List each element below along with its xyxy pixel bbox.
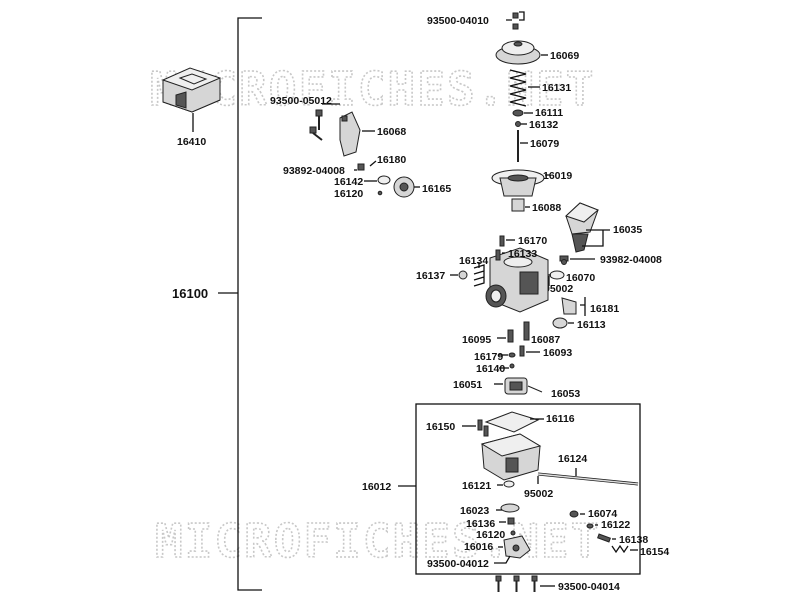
label-16116: 16116: [546, 413, 575, 425]
assembly-bracket: [218, 17, 262, 591]
label-16051: 16051: [453, 379, 482, 391]
spring-16131: [509, 69, 527, 107]
label-95002-upper: 95002: [544, 283, 573, 295]
label-16113: 16113: [577, 319, 606, 331]
assembly-number: 16100: [172, 286, 208, 301]
label-16180: 16180: [377, 154, 406, 166]
label-95002-lower: 95002: [524, 488, 553, 500]
screw-16170: [499, 235, 505, 247]
label-16181: 16181: [590, 303, 619, 315]
label-16133: 16133: [508, 248, 537, 260]
spring-16134: [473, 264, 485, 287]
label-16111: 16111: [535, 107, 563, 119]
cover-16016: [503, 535, 531, 559]
screw-93500-04010: [512, 12, 519, 30]
oring-16142: [377, 175, 391, 185]
label-16070: 16070: [566, 272, 595, 284]
part-16410-block: [162, 67, 221, 113]
screw-16074: [569, 510, 579, 518]
label-16134: 16134: [459, 255, 488, 267]
hose-16181: [561, 297, 577, 315]
float-16051: [504, 377, 528, 395]
label-16140: 16140: [476, 363, 505, 375]
actuator-16165: [393, 176, 415, 198]
label-16132: 16132: [529, 119, 558, 131]
label-16079: 16079: [530, 138, 559, 150]
label-16074: 16074: [588, 508, 617, 520]
slide-16088: [511, 198, 525, 212]
plug-16095: [507, 329, 514, 343]
label-16121: 16121: [462, 480, 491, 492]
screws-93500-04014: [495, 575, 538, 592]
label-16136: 16136: [466, 518, 495, 530]
float-bowl: [480, 433, 542, 481]
bracket-16068: [339, 111, 361, 157]
label-16124: 16124: [558, 453, 587, 465]
screws-93500-05012: [309, 109, 323, 141]
screw-93892-04008: [357, 163, 365, 171]
oring-16140: [509, 363, 515, 369]
carburetor-body: [485, 247, 549, 313]
label-16088: 16088: [532, 202, 561, 214]
label-93500-04012: 93500-04012: [427, 558, 489, 570]
label-16053: 16053: [551, 388, 580, 400]
label-93982-04008: 93982-04008: [600, 254, 662, 266]
screw-16137: [458, 270, 468, 280]
label-16093: 16093: [543, 347, 572, 359]
choke-16035: [565, 202, 599, 253]
label-16138: 16138: [619, 534, 648, 546]
label-16131: 16131: [542, 82, 571, 94]
label-16165: 16165: [422, 183, 451, 195]
pin-16053: [527, 385, 543, 393]
cap-16113: [552, 317, 568, 329]
label-16179: 16179: [474, 351, 503, 363]
label-16069: 16069: [550, 50, 579, 62]
clip-16132: [515, 121, 521, 127]
label-16035: 16035: [613, 224, 642, 236]
label-16120-upper: 16120: [334, 188, 363, 200]
jet-16087: [523, 321, 530, 341]
jet-16093: [519, 345, 525, 357]
oring-16070: [549, 270, 565, 280]
label-16120-lower: 16120: [476, 529, 505, 541]
label-16016: 16016: [464, 541, 493, 553]
label-93892-04008: 93892-04008: [283, 165, 345, 177]
screw-16138: [597, 533, 611, 543]
screws-16150: [477, 419, 489, 437]
label-16087: 16087: [531, 334, 560, 346]
label-16019: 16019: [543, 170, 572, 182]
sub-assembly-box-16012: [415, 403, 641, 575]
label-16410: 16410: [177, 136, 206, 148]
oring-16120-lower: [510, 530, 516, 536]
label-16095: 16095: [462, 334, 491, 346]
label-16012: 16012: [362, 481, 391, 493]
cap-16069: [495, 40, 541, 65]
label-93500-04014: 93500-04014: [558, 581, 620, 593]
label-16150: 16150: [426, 421, 455, 433]
screw-16133: [495, 249, 501, 261]
diaphragm-16019: [491, 169, 545, 197]
label-16137: 16137: [416, 270, 445, 282]
watermark-bottom: MICROFICHES.NET: [155, 514, 600, 568]
label-16068: 16068: [377, 126, 406, 138]
spring-16154: [611, 544, 629, 554]
label-16122: 16122: [601, 519, 630, 531]
label-93500-04010: 93500-04010: [427, 15, 489, 27]
gasket-16116: [484, 411, 540, 433]
oring-16122: [586, 523, 594, 529]
oring-16121: [503, 480, 515, 488]
label-16170: 16170: [518, 235, 547, 247]
spring-16136: [507, 517, 515, 525]
oring-16120-upper: [377, 190, 383, 196]
label-16142: 16142: [334, 176, 363, 188]
label-93500-05012: 93500-05012: [270, 95, 332, 107]
screw-93982-04008: [559, 255, 569, 265]
diaphragm-16023: [500, 503, 520, 513]
label-16154: 16154: [640, 546, 669, 558]
oring-16179: [508, 352, 516, 358]
label-16023: 16023: [460, 505, 489, 517]
retainer-16111: [512, 109, 524, 117]
